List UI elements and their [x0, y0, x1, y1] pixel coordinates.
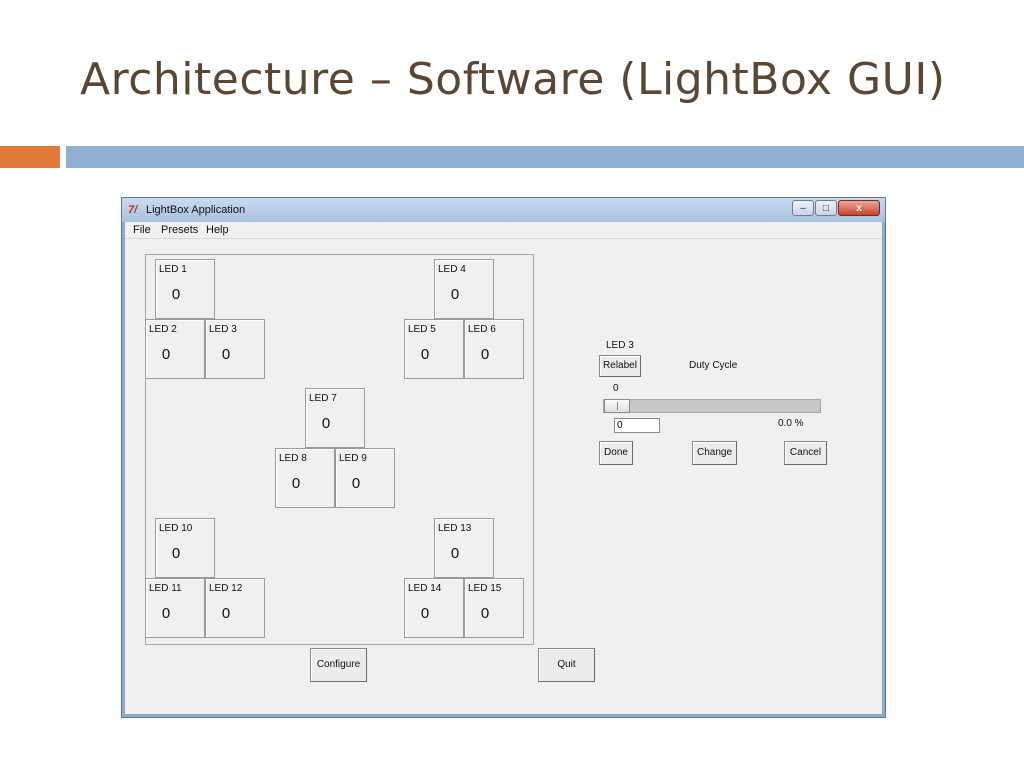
led-11-cell[interactable]: LED 11 0: [145, 578, 205, 638]
maximize-button[interactable]: □: [815, 200, 837, 216]
accent-bar-orange: [0, 146, 60, 168]
led-label: LED 13: [438, 523, 472, 534]
minimize-button[interactable]: –: [792, 200, 814, 216]
led-grid-frame: LED 1 0 LED 2 0 LED 3 0 LED 4 0 LED 5 0: [145, 254, 534, 645]
led-2-cell[interactable]: LED 2 0: [145, 319, 205, 379]
led-value: 0: [351, 475, 361, 492]
menu-file[interactable]: File: [133, 224, 151, 236]
led-value: 0: [171, 545, 181, 562]
cancel-button[interactable]: Cancel: [784, 441, 827, 465]
led-value: 0: [161, 605, 171, 622]
led-value: 0: [221, 346, 231, 363]
led-label: LED 11: [149, 583, 182, 594]
led-3-cell[interactable]: LED 3 0: [205, 319, 265, 379]
led-value: 0: [321, 415, 331, 432]
led-label: LED 5: [408, 324, 436, 335]
change-button[interactable]: Change: [692, 441, 737, 465]
quit-button[interactable]: Quit: [538, 648, 595, 682]
led-value: 0: [291, 475, 301, 492]
led-10-cell[interactable]: LED 10 0: [155, 518, 215, 578]
led-label: LED 9: [339, 453, 367, 464]
led-1-cell[interactable]: LED 1 0: [155, 259, 215, 319]
led-value: 0: [450, 545, 460, 562]
led-label: LED 1: [159, 264, 187, 275]
led-12-cell[interactable]: LED 12 0: [205, 578, 265, 638]
led-label: LED 12: [209, 583, 243, 594]
led-value: 0: [161, 346, 171, 363]
led-value: 0: [480, 346, 490, 363]
menu-help[interactable]: Help: [206, 224, 229, 236]
led-label: LED 4: [438, 264, 466, 275]
client-area: LED 1 0 LED 2 0 LED 3 0 LED 4 0 LED 5 0: [125, 239, 882, 714]
led-label: LED 15: [468, 583, 502, 594]
relabel-button[interactable]: Relabel: [599, 355, 641, 377]
led-value: 0: [171, 286, 181, 303]
led-label: LED 6: [468, 324, 496, 335]
led-label: LED 2: [149, 324, 177, 335]
percent-readout: 0.0 %: [778, 418, 804, 429]
led-4-cell[interactable]: LED 4 0: [434, 259, 494, 319]
selected-led-label: LED 3: [606, 340, 634, 351]
led-5-cell[interactable]: LED 5 0: [404, 319, 464, 379]
led-value: 0: [420, 605, 430, 622]
configure-button[interactable]: Configure: [310, 648, 367, 682]
led-label: LED 7: [309, 393, 337, 404]
menu-bar: File Presets Help: [125, 222, 882, 239]
slider-thumb[interactable]: [604, 399, 630, 413]
tk-feather-icon: 7/: [128, 204, 138, 216]
led-value: 0: [221, 605, 231, 622]
led-value: 0: [450, 286, 460, 303]
window-titlebar[interactable]: 7/ LightBox Application – □ x: [122, 198, 885, 222]
led-9-cell[interactable]: LED 9 0: [335, 448, 395, 508]
led-6-cell[interactable]: LED 6 0: [464, 319, 524, 379]
slide-title: Architecture – Software (LightBox GUI): [80, 54, 946, 105]
done-button[interactable]: Done: [599, 441, 633, 465]
led-label: LED 8: [279, 453, 307, 464]
led-8-cell[interactable]: LED 8 0: [275, 448, 335, 508]
window-title: LightBox Application: [146, 204, 246, 216]
menu-presets[interactable]: Presets: [161, 224, 199, 236]
led-label: LED 10: [159, 523, 193, 534]
duty-cycle-slider[interactable]: [603, 399, 821, 413]
led-label: LED 14: [408, 583, 442, 594]
accent-bar-blue: [66, 146, 1024, 168]
close-button[interactable]: x: [838, 200, 880, 216]
app-window: 7/ LightBox Application – □ x File Prese…: [121, 197, 886, 718]
led-value: 0: [420, 346, 430, 363]
led-15-cell[interactable]: LED 15 0: [464, 578, 524, 638]
duty-cycle-label: Duty Cycle: [689, 360, 738, 371]
duty-cycle-input[interactable]: [614, 418, 660, 433]
led-13-cell[interactable]: LED 13 0: [434, 518, 494, 578]
led-14-cell[interactable]: LED 14 0: [404, 578, 464, 638]
slider-value-label: 0: [613, 383, 619, 394]
led-value: 0: [480, 605, 490, 622]
led-7-cell[interactable]: LED 7 0: [305, 388, 365, 448]
led-label: LED 3: [209, 324, 237, 335]
